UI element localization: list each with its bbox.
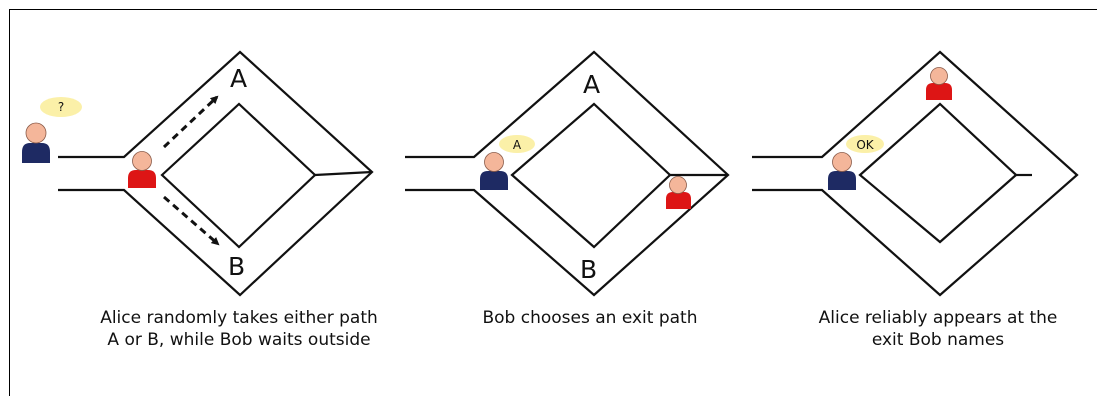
alice-person bbox=[666, 176, 691, 209]
speech-bubble: A bbox=[499, 135, 535, 153]
speech-bubble: ? bbox=[40, 97, 82, 117]
path-label-b: B bbox=[580, 255, 597, 284]
caption-line: Alice reliably appears at the bbox=[818, 308, 1058, 328]
caption-line: Bob chooses an exit path bbox=[482, 308, 698, 328]
cave-inner-wall bbox=[510, 102, 672, 249]
panel-2: A B A bbox=[405, 50, 730, 297]
path-label-a: A bbox=[583, 70, 600, 99]
cave-door bbox=[314, 170, 373, 177]
caption-panel-3: Alice reliably appears at the exit Bob n… bbox=[778, 307, 1097, 351]
cave-3 bbox=[752, 50, 1079, 297]
bob-person bbox=[480, 152, 508, 190]
bubble-shape bbox=[846, 135, 884, 153]
arrow-to-path-a bbox=[162, 95, 219, 149]
bob-body bbox=[480, 171, 508, 190]
caption-line: A or B, while Bob waits outside bbox=[107, 330, 371, 350]
panel-3: OK bbox=[752, 50, 1079, 297]
cave-inner-wall bbox=[858, 102, 1018, 244]
caption-panel-1: Alice randomly takes either path A or B,… bbox=[79, 307, 399, 351]
bubble-text: A bbox=[513, 138, 522, 152]
path-label-b: B bbox=[228, 252, 245, 281]
speech-bubble: OK bbox=[846, 135, 884, 153]
alice-head bbox=[132, 151, 152, 171]
alice-person bbox=[128, 151, 156, 188]
cave-1 bbox=[58, 50, 374, 297]
bubble-text: OK bbox=[856, 138, 874, 152]
alice-head bbox=[930, 67, 948, 85]
cave-outer-wall bbox=[405, 50, 730, 297]
bubble-text: ? bbox=[58, 100, 64, 114]
bubble-shape bbox=[499, 135, 535, 153]
alice-head bbox=[669, 176, 687, 194]
bob-head bbox=[25, 122, 47, 144]
bob-person bbox=[828, 152, 856, 190]
bob-head bbox=[832, 152, 852, 172]
alice-body bbox=[666, 192, 691, 209]
path-label-a: A bbox=[230, 64, 247, 93]
alice-person bbox=[926, 67, 952, 100]
caption-line: Alice randomly takes either path bbox=[100, 308, 378, 328]
alice-body bbox=[128, 170, 156, 188]
panel-1: A B ? bbox=[22, 50, 374, 297]
bubble-shape bbox=[40, 97, 82, 117]
bob-person bbox=[22, 122, 50, 163]
bob-head bbox=[484, 152, 504, 172]
cave-outer-wall bbox=[752, 50, 1079, 297]
caption-panel-2: Bob chooses an exit path bbox=[430, 307, 750, 329]
figure-frame bbox=[9, 9, 1097, 396]
bob-body bbox=[22, 143, 50, 163]
bob-body bbox=[828, 171, 856, 190]
alice-body bbox=[926, 83, 952, 100]
cave-2 bbox=[405, 50, 730, 297]
caption-line: exit Bob names bbox=[871, 330, 1005, 350]
